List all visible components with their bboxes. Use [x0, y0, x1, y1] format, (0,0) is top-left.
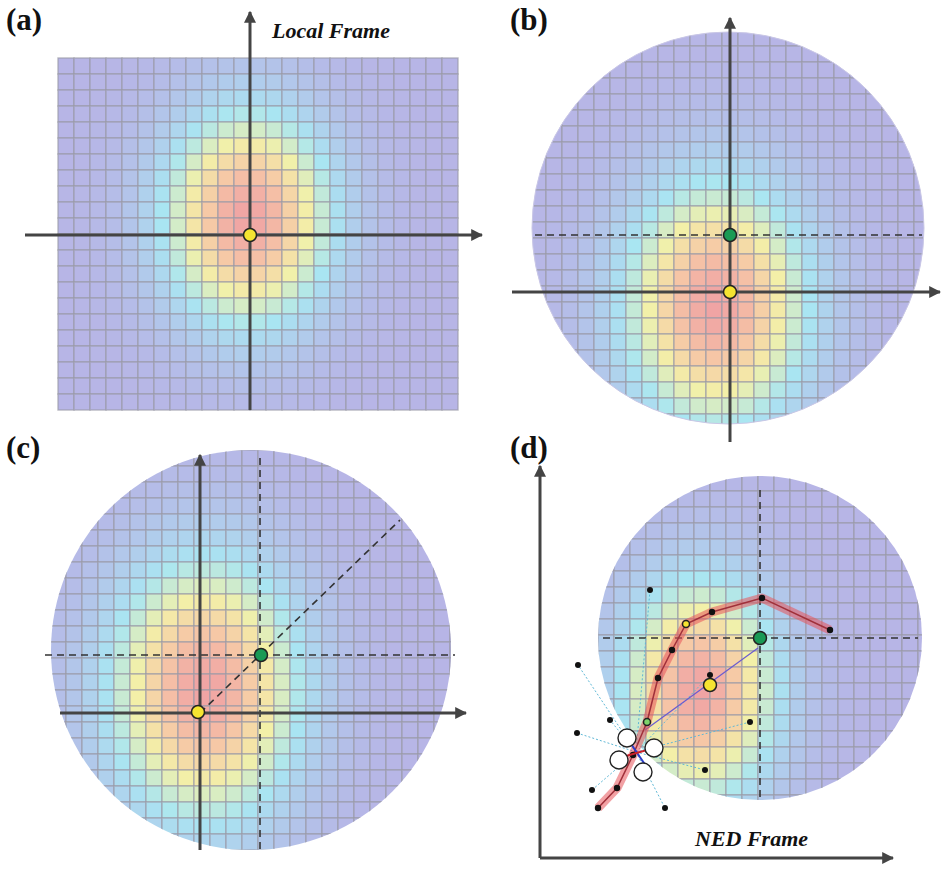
panel-label: (a) [6, 2, 42, 38]
sample-links [577, 590, 750, 808]
frame-label: Local Frame [272, 18, 390, 44]
axis [250, 234, 482, 237]
heatmap-grid [50, 450, 466, 850]
point-marker [754, 632, 767, 645]
heatmap-grid [598, 475, 934, 811]
waypoint [709, 609, 715, 615]
axis [729, 18, 732, 235]
point-marker [644, 719, 651, 726]
dashed-line [45, 654, 455, 656]
axis [60, 712, 200, 715]
panel-label: (b) [510, 2, 548, 38]
axis [539, 480, 542, 858]
sample-point [707, 672, 713, 678]
axis [729, 235, 732, 442]
waypoint [614, 785, 620, 791]
axis [880, 857, 893, 860]
axis [249, 12, 252, 235]
trajectory-line [598, 598, 830, 808]
sample-point [607, 717, 613, 723]
axis [200, 712, 466, 715]
waypoint [595, 805, 601, 811]
point-marker [244, 229, 257, 242]
axis [512, 291, 730, 294]
axis [25, 234, 250, 237]
axis [539, 466, 542, 480]
range-circle [532, 32, 924, 424]
waypoint [669, 647, 675, 653]
drone-symbol [610, 729, 663, 781]
waypoint [644, 719, 650, 725]
sample-point [662, 805, 668, 811]
waypoint [827, 627, 833, 633]
point-marker [683, 621, 690, 628]
point-marker [192, 706, 205, 719]
dashed-line [200, 520, 400, 713]
axis [540, 857, 880, 860]
sample-point [702, 767, 708, 773]
waypoint [655, 675, 661, 681]
axis [199, 713, 202, 850]
frame-label: NED Frame [695, 826, 808, 852]
sample-point [747, 719, 753, 725]
waypoint [759, 595, 765, 601]
sample-point [574, 730, 580, 736]
sample-point [647, 587, 653, 593]
point-marker [724, 229, 737, 242]
axis [730, 291, 940, 294]
sample-point [589, 787, 595, 793]
point-marker [724, 286, 737, 299]
trajectory-band [598, 598, 830, 808]
axis [249, 235, 252, 410]
waypoint [683, 621, 689, 627]
point-marker [255, 649, 268, 662]
axis [199, 455, 202, 713]
panel-label: (d) [510, 430, 548, 466]
point-marker [704, 679, 717, 692]
sample-point [575, 662, 581, 668]
panel-label: (c) [6, 430, 40, 466]
